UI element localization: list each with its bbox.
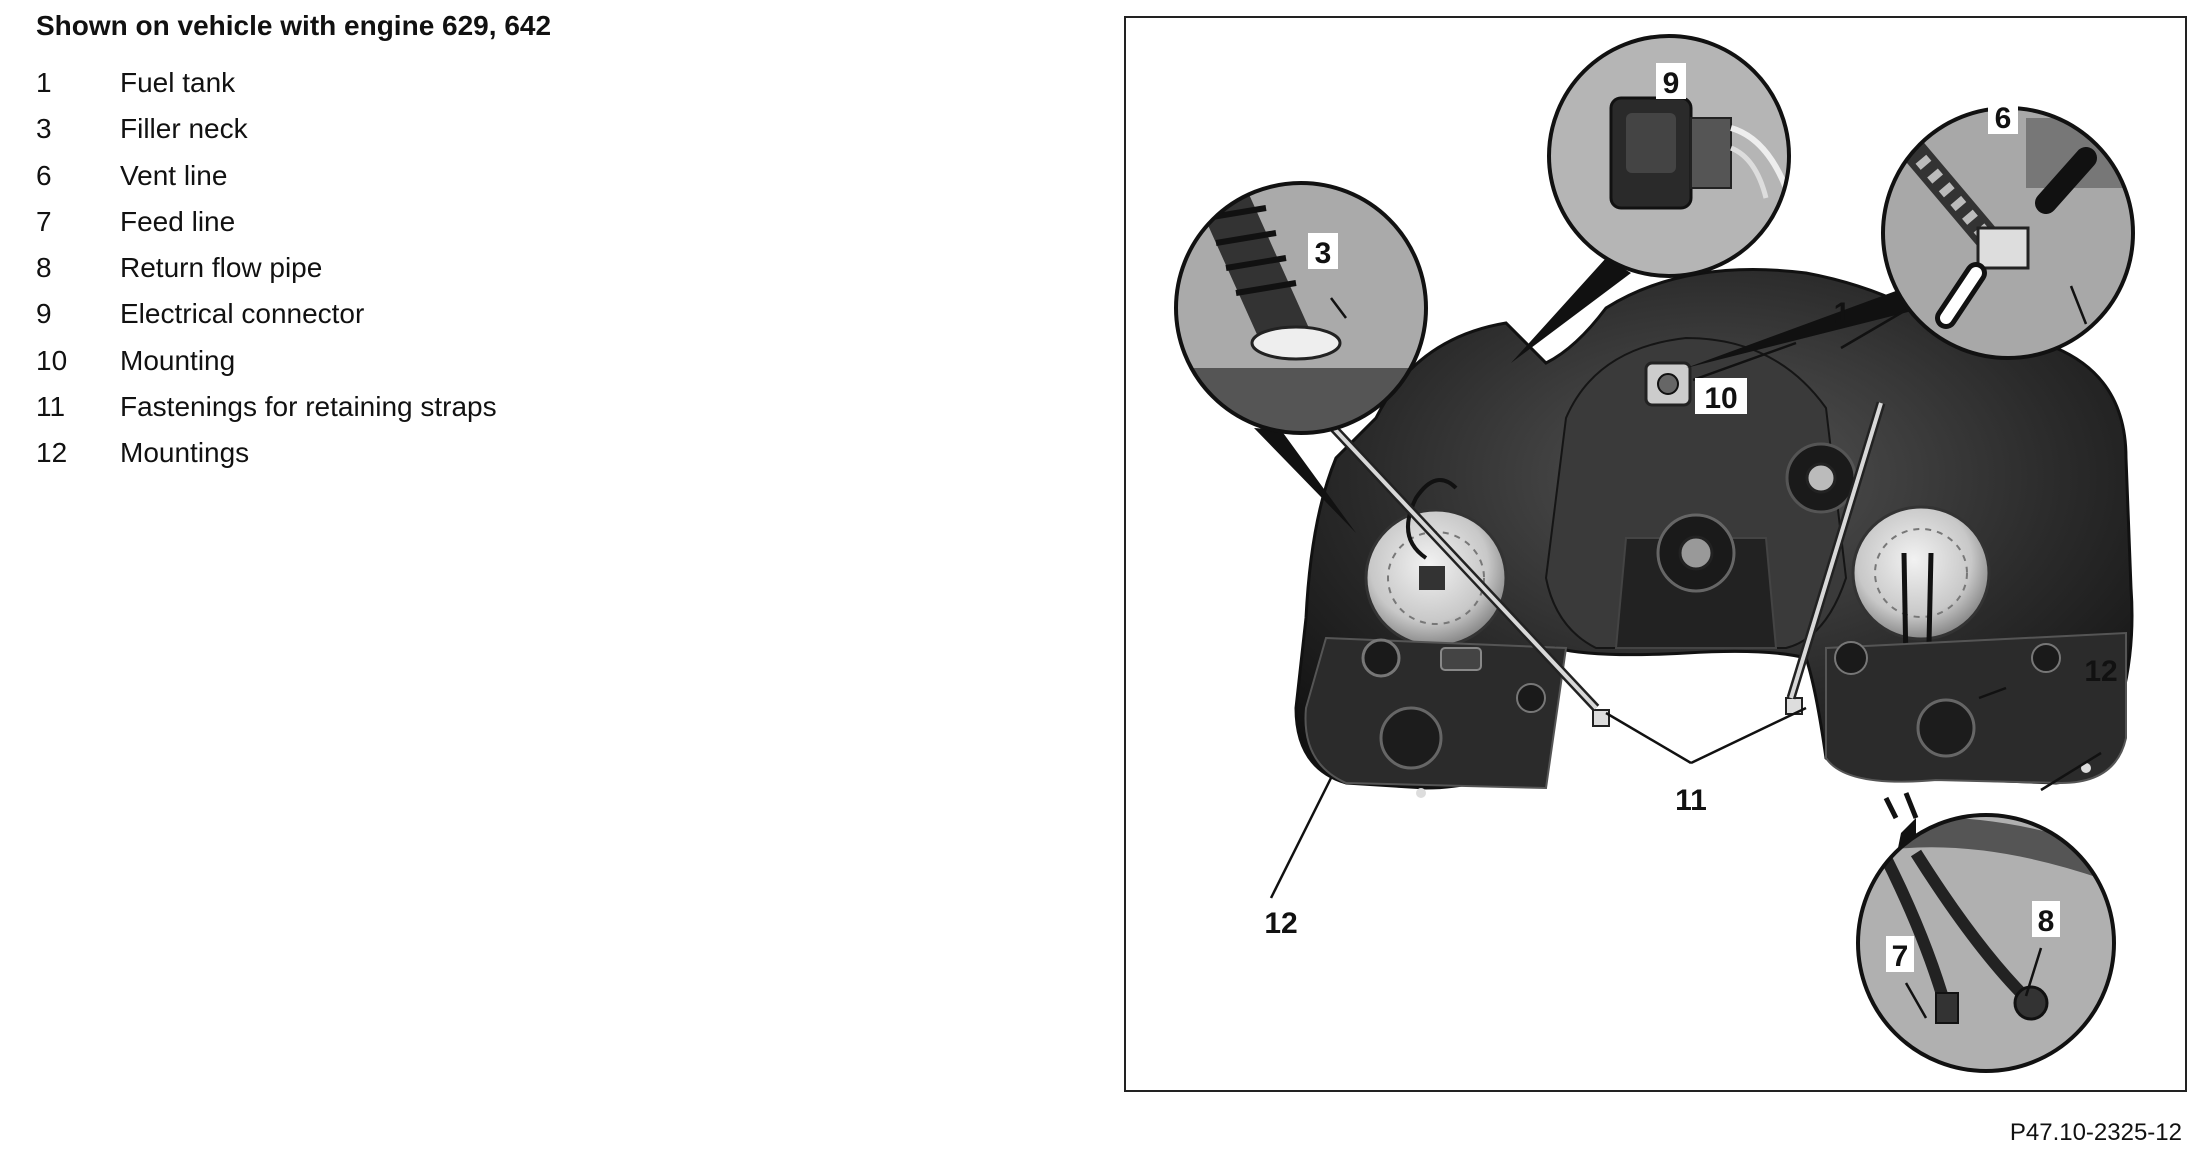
retaining-straps: [1292, 384, 1886, 712]
callout-bg: [1988, 100, 2018, 134]
legend-number: 8: [36, 252, 52, 284]
legend-number: 3: [36, 113, 52, 145]
legend-label: Vent line: [120, 159, 228, 191]
detail-filler-neck: [1174, 181, 1428, 435]
legend-label: Fuel tank: [120, 67, 236, 98]
callout-bg: [1695, 378, 1747, 414]
legend-number: 7: [36, 205, 52, 237]
legend-item: 12 Mountings: [36, 430, 497, 476]
legend-number: 1: [36, 67, 52, 98]
legend-item: 11 Fastenings for retaining straps: [36, 384, 497, 430]
legend-label: Fastenings for retaining straps: [120, 391, 497, 423]
legend-label: Mounting: [120, 344, 236, 376]
legend-label: Electrical connector: [120, 298, 365, 330]
callout-10: 10: [1704, 382, 1737, 415]
callout-bg: [2032, 901, 2060, 937]
legend-item: 7 Feed line: [36, 199, 497, 245]
callout-8: 8: [2038, 905, 2055, 938]
legend-item: 8 Return flow pipe: [36, 245, 497, 291]
legend-list: 1 Fuel tank 3 Filler neck 6 Vent line 7 Feed…: [36, 60, 497, 477]
callout-6: 6: [1995, 102, 2012, 135]
fuel-tank-illustration: 9 6 3 1 10 12 11 12 7 8: [1174, 34, 2135, 1073]
legend-label: Return flow pipe: [120, 252, 323, 284]
legend-item: 10 Mounting: [36, 338, 497, 384]
legend-number: 11: [36, 391, 66, 423]
callout-bg: [1886, 936, 1914, 972]
legend-number: 12: [36, 437, 68, 469]
legend-item: 3 Filler neck: [36, 106, 497, 152]
callout-11: 11: [1675, 784, 1707, 817]
callout-9: 9: [1663, 67, 1680, 100]
callout-1: 1: [1834, 297, 1851, 330]
legend-item: 9 Electrical connector: [36, 291, 497, 337]
callout-labels: 9 6 3 1 10 12 11 12 7 8: [1264, 63, 2118, 973]
leader-lines: [1269, 285, 2102, 1019]
fuel-tank: [1294, 268, 2134, 820]
callout-12-left: 12: [1264, 907, 1297, 940]
legend-item: 6 Vent line: [36, 153, 497, 199]
callout-12-right: 12: [2084, 655, 2117, 688]
detail-pointers: [1254, 258, 1924, 858]
figure-caption: Shown on vehicle with engine 629, 642: [36, 10, 552, 41]
figure-reference-code: P47.10-2325-12: [2009, 1119, 2182, 1146]
callout-bg: [1656, 63, 1686, 99]
fuel-tank-figure: 9 6 3 1 10 12 11 12 7 8: [1124, 16, 2187, 1092]
legend-label: Mountings: [120, 437, 250, 469]
detail-electrical-connector: [1547, 34, 1791, 278]
legend-number: 6: [36, 159, 52, 191]
legend-number: 9: [36, 298, 52, 330]
legend-label: Filler neck: [120, 113, 248, 145]
legend-label: Feed line: [120, 205, 236, 237]
legend-number: 10: [36, 344, 68, 376]
callout-7: 7: [1892, 940, 1909, 973]
legend-item: 1 Fuel tank: [36, 60, 497, 106]
callout-3: 3: [1315, 237, 1332, 270]
callout-bg: [1308, 233, 1338, 269]
